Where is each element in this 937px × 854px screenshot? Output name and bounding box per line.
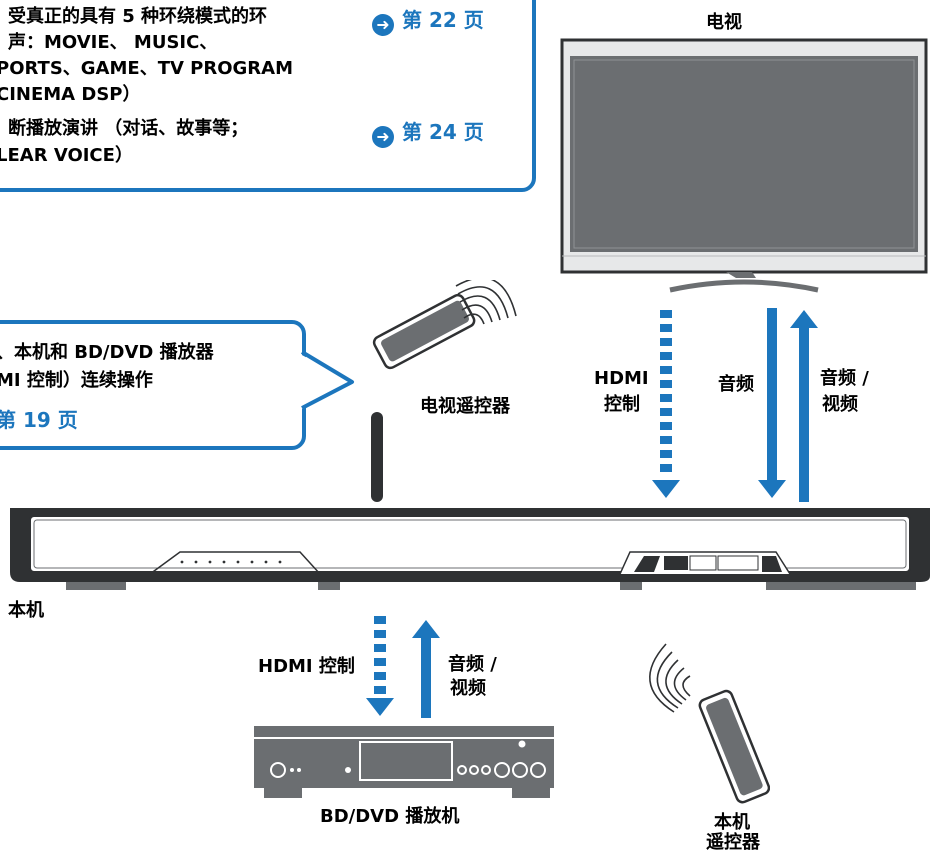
audio-video-tv-label-1: 音频 / [820, 368, 869, 389]
tv-remote-illustration [372, 280, 517, 370]
tv-connection-arrows [652, 308, 818, 502]
callout-hdmi-control [0, 320, 306, 450]
page-ref-24[interactable]: ➜ 第 24 页 [372, 116, 484, 148]
unit-remote-label-2: 遥控器 [706, 832, 760, 853]
audio-label: 音频 [718, 374, 754, 395]
arrow-right-icon: ➜ [372, 126, 394, 148]
bd-connection-arrows [366, 616, 440, 718]
arrow-right-icon: ➜ [372, 14, 394, 36]
page-ref-22-label: 第 22 页 [402, 8, 484, 32]
hdmi-control-bd-label: HDMI 控制 [258, 656, 355, 677]
hdmi-control-tv-label-1: HDMI [594, 368, 649, 389]
audio-video-bd-arrow-up [412, 620, 440, 718]
callout-top-line6: LEAR VOICE） [0, 145, 133, 166]
page-ref-19-label: 第 19 页 [0, 408, 78, 432]
audio-video-bd-label-2: 视频 [450, 678, 486, 699]
callout-surround-modes [0, 0, 536, 192]
callout-top-line3: PORTS、GAME、TV PROGRAM [0, 58, 294, 79]
callout-top-line5: 断播放演讲 （对话、故事等； [8, 118, 249, 139]
unit-remote-illustration [649, 643, 770, 804]
page-ref-22[interactable]: ➜ 第 22 页 [372, 4, 484, 36]
page-ref-24-label: 第 24 页 [402, 120, 484, 144]
callout-mid-line2: MI 控制）连续操作 [0, 370, 153, 391]
bd-player-label: BD/DVD 播放机 [320, 806, 460, 827]
unit-label: 本机 [8, 600, 44, 621]
audio-arrow-down [758, 308, 786, 498]
hdmi-control-bd-arrow [366, 616, 394, 716]
callout-top-line2: 声：MOVIE、 MUSIC、 [8, 32, 218, 53]
callout-top-line1: 受真正的具有 5 种环绕模式的环 [8, 6, 268, 27]
page-ref-19[interactable]: 第 19 页 [0, 404, 78, 433]
audio-video-tv-label-2: 视频 [822, 394, 858, 415]
hdmi-control-tv-label-2: 控制 [604, 394, 640, 415]
callout-pointer [300, 350, 354, 410]
audio-video-bd-label-1: 音频 / [448, 654, 497, 675]
soundbar-unit [10, 412, 930, 590]
hdmi-control-arrow [652, 310, 680, 498]
tv-label: 电视 [706, 12, 742, 33]
tv-illustration [560, 38, 928, 293]
unit-remote-label-1: 本机 [714, 812, 750, 833]
tv-remote-label: 电视遥控器 [420, 396, 510, 417]
callout-top-line4: CINEMA DSP） [0, 84, 141, 105]
audio-video-arrow-up [790, 310, 818, 502]
bd-player-illustration [254, 726, 554, 798]
callout-mid-line1: 、本机和 BD/DVD 播放器 [0, 342, 214, 363]
